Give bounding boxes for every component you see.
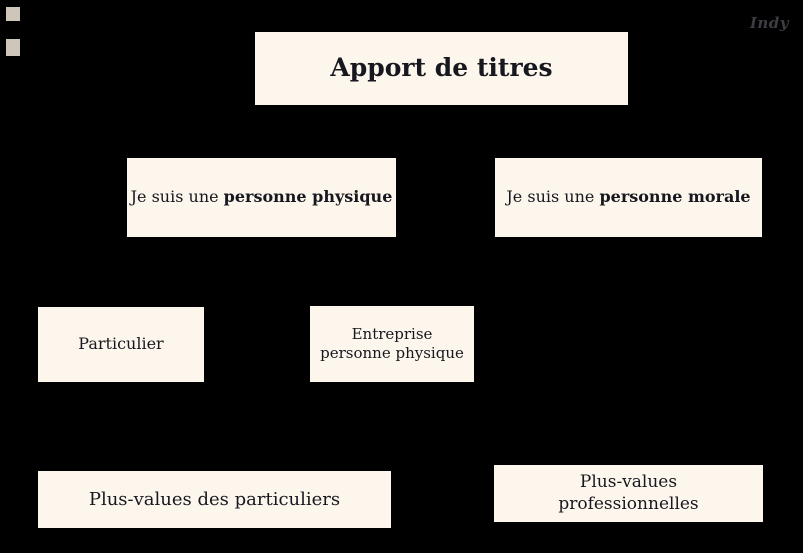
node-personne-physique-emphasis: personne physique [223,187,393,207]
diagram-title-node: Apport de titres [255,32,628,105]
node-pv-pro-line1: Plus-values [579,472,678,493]
indy-logo: Indy [749,14,789,32]
diagram-title-text: Apport de titres [330,53,553,83]
corner-artifact-top [6,7,20,21]
node-personne-morale-emphasis: personne morale [599,187,751,207]
node-plus-values-particuliers: Plus-values des particuliers [38,471,391,528]
node-personne-physique: Je suis une personne physique [127,158,396,237]
node-entreprise-line1: Entreprise [351,324,433,343]
node-entreprise-personne-physique: Entreprise personne physique [310,306,474,382]
node-personne-physique-prefix: Je suis une [130,187,224,207]
node-personne-morale-prefix: Je suis une [506,187,600,207]
node-pv-pro-line2: professionnelles [558,493,699,514]
node-particulier: Particulier [38,307,204,382]
node-personne-morale: Je suis une personne morale [495,158,762,237]
node-pv-particuliers-label: Plus-values des particuliers [88,488,341,510]
node-personne-physique-label: Je suis une personne physique [131,187,393,208]
node-plus-values-professionnelles: Plus-values professionnelles [494,465,763,522]
node-entreprise-line2: personne physique [320,344,464,362]
node-particulier-label: Particulier [78,334,164,354]
corner-artifact-bottom [6,39,20,56]
node-personne-morale-label: Je suis une personne morale [506,187,750,208]
